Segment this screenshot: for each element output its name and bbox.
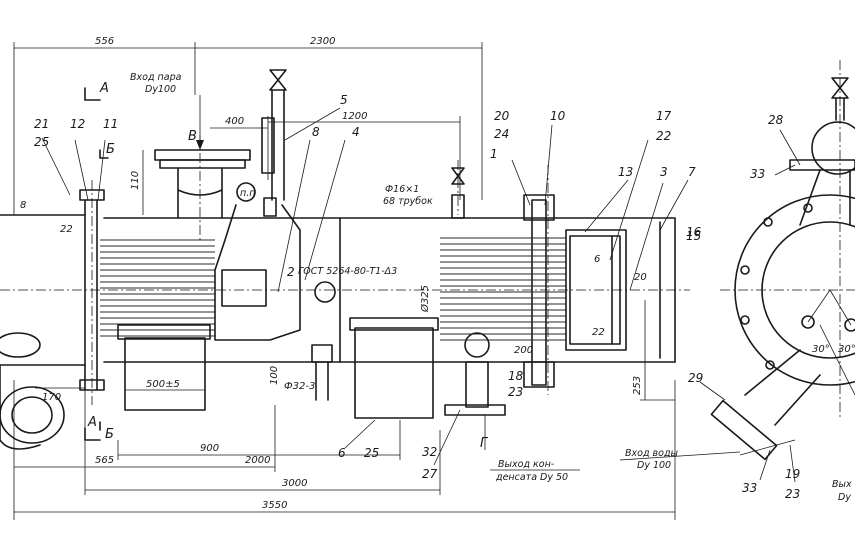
callout-2: 2 bbox=[287, 265, 295, 279]
callout-13: 13 bbox=[618, 165, 633, 179]
dim-110: 110 bbox=[130, 171, 141, 190]
dim-100: 100 bbox=[269, 366, 280, 385]
tubes-count: 68 трубок bbox=[383, 196, 433, 207]
tube-bundle-right bbox=[440, 237, 566, 341]
dim-400: 400 bbox=[225, 116, 244, 127]
section-a-top: А bbox=[99, 81, 109, 96]
view-v-mark: В bbox=[188, 129, 197, 144]
np-mark: п.п bbox=[240, 188, 255, 199]
callout-10: 10 bbox=[550, 109, 566, 123]
leader-lines bbox=[41, 107, 801, 483]
callout-27: 27 bbox=[422, 467, 438, 481]
condensate-outlet-size: денсата Dу 50 bbox=[495, 472, 568, 483]
section-b-bottom: Б bbox=[105, 427, 114, 442]
dim-500: 500±5 bbox=[146, 379, 180, 390]
condensate-outlet bbox=[444, 332, 506, 450]
section-markers bbox=[84, 87, 109, 441]
callout-25b: 25 bbox=[364, 446, 379, 460]
water-inlet-size: Dу 100 bbox=[637, 460, 671, 471]
view-g-mark: Г bbox=[480, 436, 489, 451]
dim-900: 900 bbox=[200, 443, 219, 454]
dim-2000: 2000 bbox=[245, 455, 270, 466]
callout-16: 16 bbox=[686, 225, 702, 239]
tube-bundle-left bbox=[100, 239, 215, 337]
condensate-outlet-label: Выход кон- bbox=[498, 459, 555, 470]
callout-4: 4 bbox=[352, 125, 360, 139]
callout-33b: 33 bbox=[750, 167, 765, 181]
callout-29: 29 bbox=[688, 371, 703, 385]
dim-556: 556 bbox=[95, 36, 114, 47]
callout-12: 12 bbox=[70, 117, 85, 131]
callout-7: 7 bbox=[688, 165, 696, 179]
dim-g: 8 bbox=[20, 200, 26, 211]
angle-2: 30° bbox=[838, 344, 855, 355]
callout-25a: 25 bbox=[34, 135, 49, 149]
steam-inlet-size: Dу100 bbox=[145, 84, 176, 95]
callout-22: 22 bbox=[656, 129, 671, 143]
dim-22a: 22 bbox=[60, 224, 73, 235]
dim-565: 565 bbox=[95, 455, 114, 466]
callout-6: 6 bbox=[338, 446, 346, 460]
dim-170: 170 bbox=[42, 392, 61, 403]
dim-3000: 3000 bbox=[282, 478, 307, 489]
callout-23a: 23 bbox=[508, 385, 523, 399]
steam-inlet-nozzle bbox=[154, 95, 251, 219]
callout-1: 1 bbox=[490, 147, 498, 161]
water-inlet-label: Вход воды bbox=[625, 448, 679, 459]
dim-6: 6 bbox=[594, 254, 600, 265]
callout-5: 5 bbox=[340, 93, 348, 107]
callout-17: 17 bbox=[656, 109, 672, 123]
dim-20: 20 bbox=[634, 272, 647, 283]
supports bbox=[117, 317, 439, 419]
section-a-bottom: А bbox=[87, 415, 97, 430]
gauge-and-valve bbox=[236, 69, 465, 219]
dim-2300: 2300 bbox=[310, 36, 335, 47]
callout-8: 8 bbox=[312, 125, 320, 139]
callout-18: 18 bbox=[508, 369, 524, 383]
outlet-size-cut: Dу bbox=[838, 492, 851, 503]
callout-20: 20 bbox=[494, 109, 510, 123]
callout-21: 21 bbox=[34, 117, 49, 131]
left-end bbox=[0, 332, 65, 450]
callout-28: 28 bbox=[768, 113, 784, 127]
callout-32: 32 bbox=[422, 445, 437, 459]
dim-22b: 22 bbox=[592, 327, 605, 338]
dim-3550: 3550 bbox=[262, 500, 287, 511]
tubes-spec: Ф16×1 bbox=[385, 184, 419, 195]
outlet-label-cut: Вых bbox=[832, 479, 852, 490]
callout-11: 11 bbox=[103, 117, 118, 131]
callout-23b: 23 bbox=[785, 487, 800, 501]
weld-gost: ГОСТ 5264-80-Т1-Δ3 bbox=[298, 266, 397, 277]
dim-1200: 1200 bbox=[342, 111, 367, 122]
angle-1: 30° bbox=[812, 344, 830, 355]
steam-inlet-label: Вход пара bbox=[130, 72, 182, 83]
callout-3: 3 bbox=[660, 165, 668, 179]
callout-19: 19 bbox=[785, 467, 800, 481]
dim-253: 253 bbox=[632, 376, 643, 395]
callout-15: 15 bbox=[686, 229, 701, 243]
shell bbox=[0, 189, 676, 391]
dim-dia32: Ф32-3 bbox=[284, 381, 315, 392]
callout-24: 24 bbox=[494, 127, 509, 141]
dim-dia325: Ø325 bbox=[419, 285, 431, 313]
dim-200: 200 bbox=[514, 345, 533, 356]
section-b-top: Б bbox=[106, 142, 115, 157]
side-view bbox=[710, 77, 855, 461]
callout-33a: 33 bbox=[742, 481, 757, 495]
inspection-window bbox=[214, 204, 336, 341]
